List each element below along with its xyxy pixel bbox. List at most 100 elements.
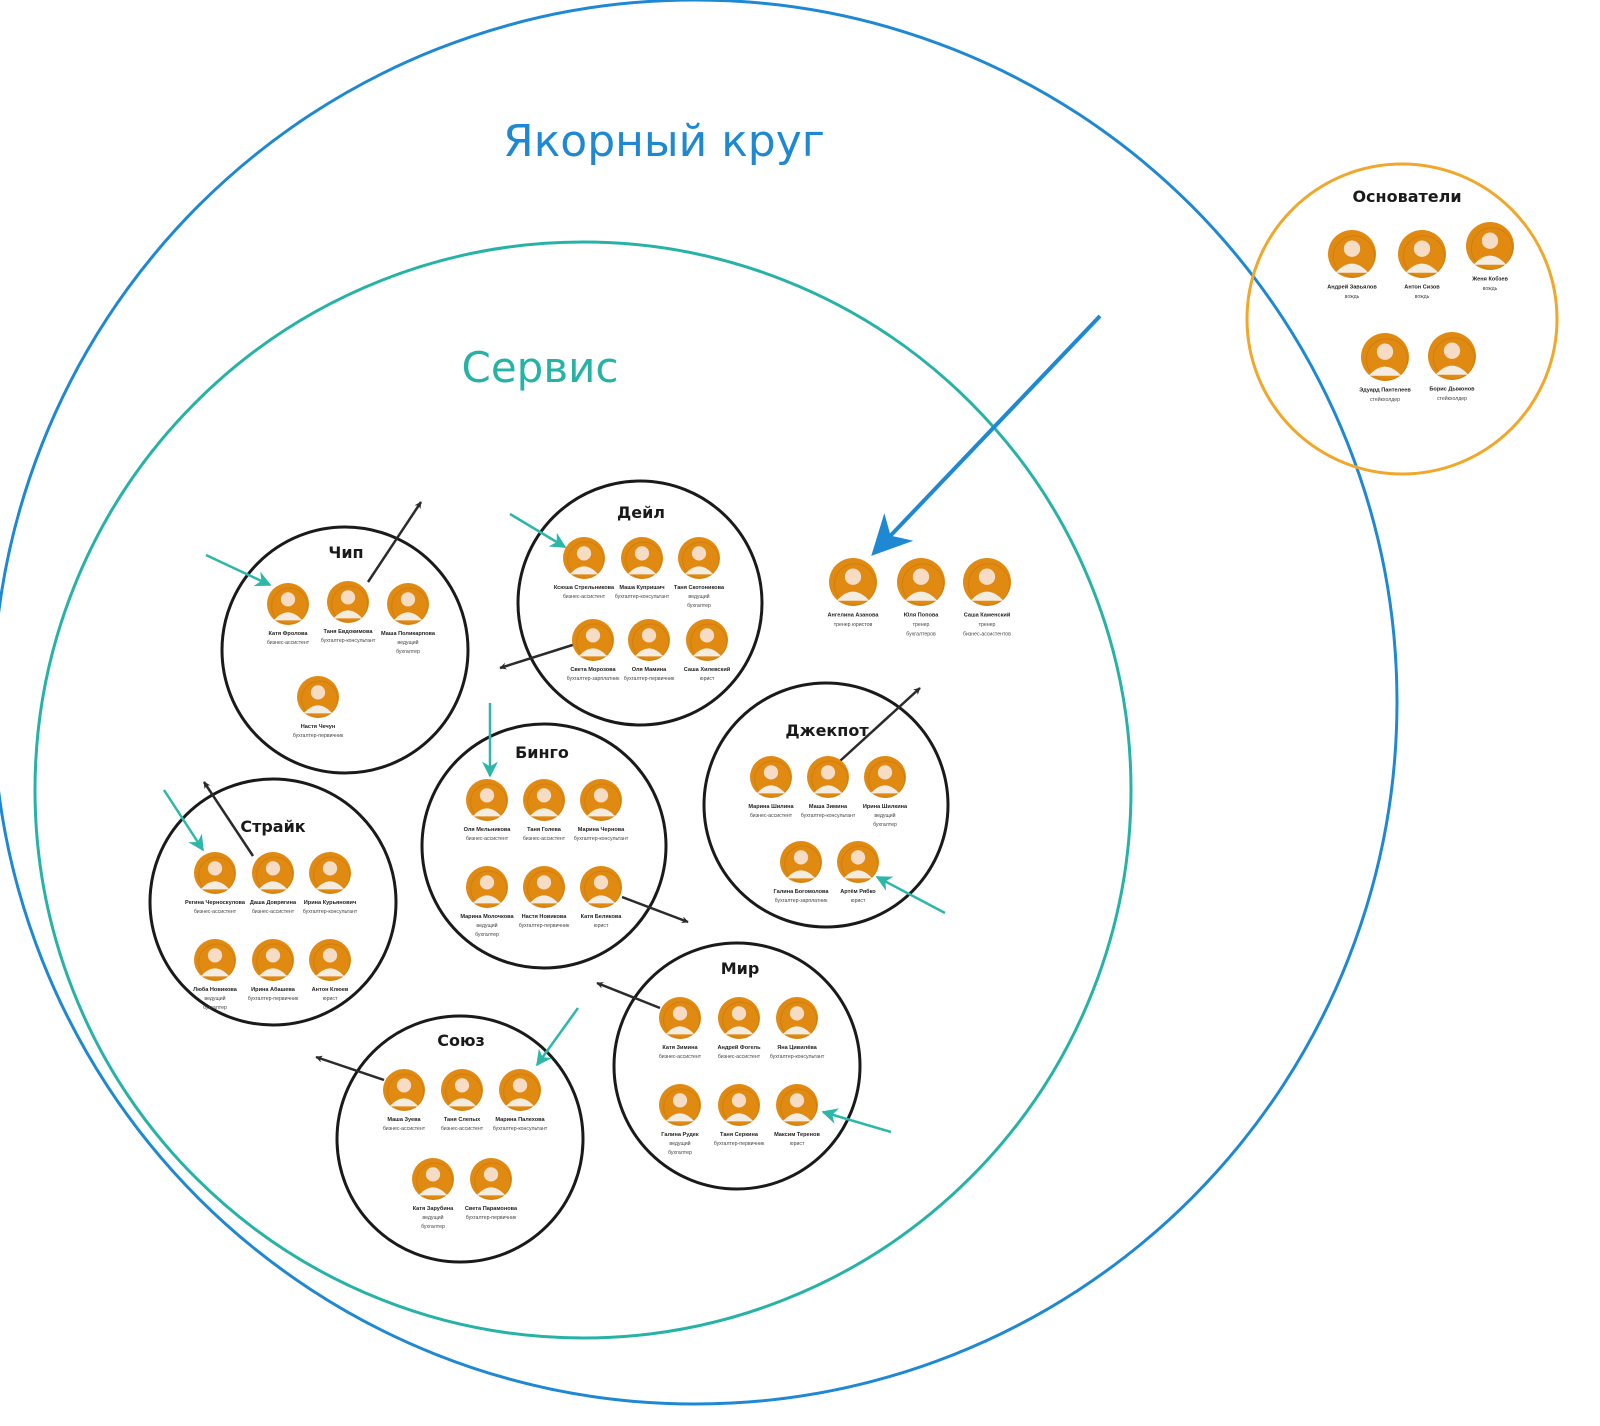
person-head-icon xyxy=(265,861,281,876)
person-name: Ангелина Азанова xyxy=(827,613,879,619)
arrow-chip-out xyxy=(366,501,423,583)
person-head-icon xyxy=(454,1078,470,1093)
person-head-icon xyxy=(483,1167,499,1182)
person-head-icon xyxy=(820,765,836,780)
person-body-icon xyxy=(1335,263,1369,273)
person-role: тренер юристов xyxy=(834,622,873,628)
person-role: бухгалтер-первичник xyxy=(624,676,675,682)
service-ring xyxy=(33,240,1133,1340)
person-name: Марина Шилина xyxy=(748,804,794,810)
avatar-rim xyxy=(584,870,622,908)
founders-title: Основатели xyxy=(1352,187,1461,206)
avatar-rim xyxy=(470,870,508,908)
person-role: бухгалтер-зарплатник xyxy=(775,898,828,904)
person-head-icon xyxy=(978,568,996,585)
person-name: Настя Чечун xyxy=(301,724,335,730)
person-role-line: ведущий xyxy=(204,995,225,1002)
person-body-icon xyxy=(843,870,873,879)
person-name: Регина Черноскулова xyxy=(185,900,246,906)
avatar-rim xyxy=(780,1001,818,1039)
person-role: юрист xyxy=(700,676,715,682)
person-name: Таня Скотоникова xyxy=(674,585,725,591)
person-name: Андрей Завьялов xyxy=(1327,284,1377,291)
person-body-icon xyxy=(627,566,657,575)
person-head-icon xyxy=(1443,342,1461,359)
person-head-icon xyxy=(691,546,707,561)
avatar-rim xyxy=(576,623,614,661)
person-body-icon xyxy=(813,785,843,794)
person-role-line: бухгалтер xyxy=(421,1224,445,1230)
person-name: Андрей Фогель xyxy=(717,1044,761,1051)
avatar-rim xyxy=(331,585,369,623)
person-body-icon xyxy=(315,881,345,890)
person-role: бухгалтер-первичник xyxy=(466,1215,517,1221)
person-body-icon xyxy=(782,1026,812,1035)
avatar-rim xyxy=(527,870,565,908)
person-body-icon xyxy=(970,591,1004,601)
person-role: бизнес-ассистент xyxy=(563,594,606,600)
person-body-icon xyxy=(258,881,288,890)
person-name: Антон Сизов xyxy=(1404,285,1440,291)
person-head-icon xyxy=(699,628,715,643)
avatar-rim xyxy=(470,783,508,821)
avatar-rim xyxy=(1365,338,1409,381)
person-body-icon xyxy=(578,648,608,657)
person-role-line: бизнес-ассистентов xyxy=(963,631,1011,637)
person-role: бизнес-ассистент xyxy=(383,1126,426,1132)
service-ring-title: Сервис xyxy=(462,343,619,392)
avatar-rim xyxy=(690,623,728,661)
avatar-rim xyxy=(445,1073,483,1111)
person-head-icon xyxy=(1343,240,1361,257)
person-body-icon xyxy=(273,612,303,621)
avatar-rim xyxy=(198,943,236,981)
person-name: Катя Зимина xyxy=(662,1045,698,1051)
person-name: Марина Палехова xyxy=(495,1117,545,1123)
person-name: Саша Каменский xyxy=(964,612,1011,619)
avatar-rim xyxy=(967,563,1011,606)
person-role: бизнес-ассистент xyxy=(523,836,566,842)
person-head-icon xyxy=(1376,343,1394,360)
person-head-icon xyxy=(322,861,338,876)
person-body-icon xyxy=(665,1026,695,1035)
team-title-deil: Дейл xyxy=(617,503,665,522)
avatar-rim xyxy=(833,563,877,606)
person-role-line: бухгалтер xyxy=(687,603,711,609)
person-body-icon xyxy=(1405,263,1439,273)
avatar-rim xyxy=(754,760,792,798)
arrow-in-chip xyxy=(205,553,272,587)
person-role-line: ведущий xyxy=(669,1140,690,1147)
person-role: бухгалтер-консультант xyxy=(493,1126,548,1132)
person-role: бухгалтер-консультант xyxy=(770,1054,825,1060)
person-body-icon xyxy=(472,895,502,904)
team-mir-person-1: Андрей Фогель бизнес-ассистент xyxy=(717,997,761,1060)
person-head-icon xyxy=(322,948,338,963)
person-body-icon xyxy=(904,591,938,601)
avatar-rim xyxy=(722,1001,760,1039)
avatar-rim xyxy=(301,680,339,718)
person-body-icon xyxy=(786,870,816,879)
person-head-icon xyxy=(576,546,592,561)
person-role: бизнес-ассистент xyxy=(252,909,295,915)
person-name: Галина Рудек xyxy=(661,1132,699,1138)
person-role: бизнес-ассистент xyxy=(718,1054,761,1060)
person-head-icon xyxy=(207,861,223,876)
person-role: юрист xyxy=(594,923,609,929)
person-body-icon xyxy=(393,612,423,621)
